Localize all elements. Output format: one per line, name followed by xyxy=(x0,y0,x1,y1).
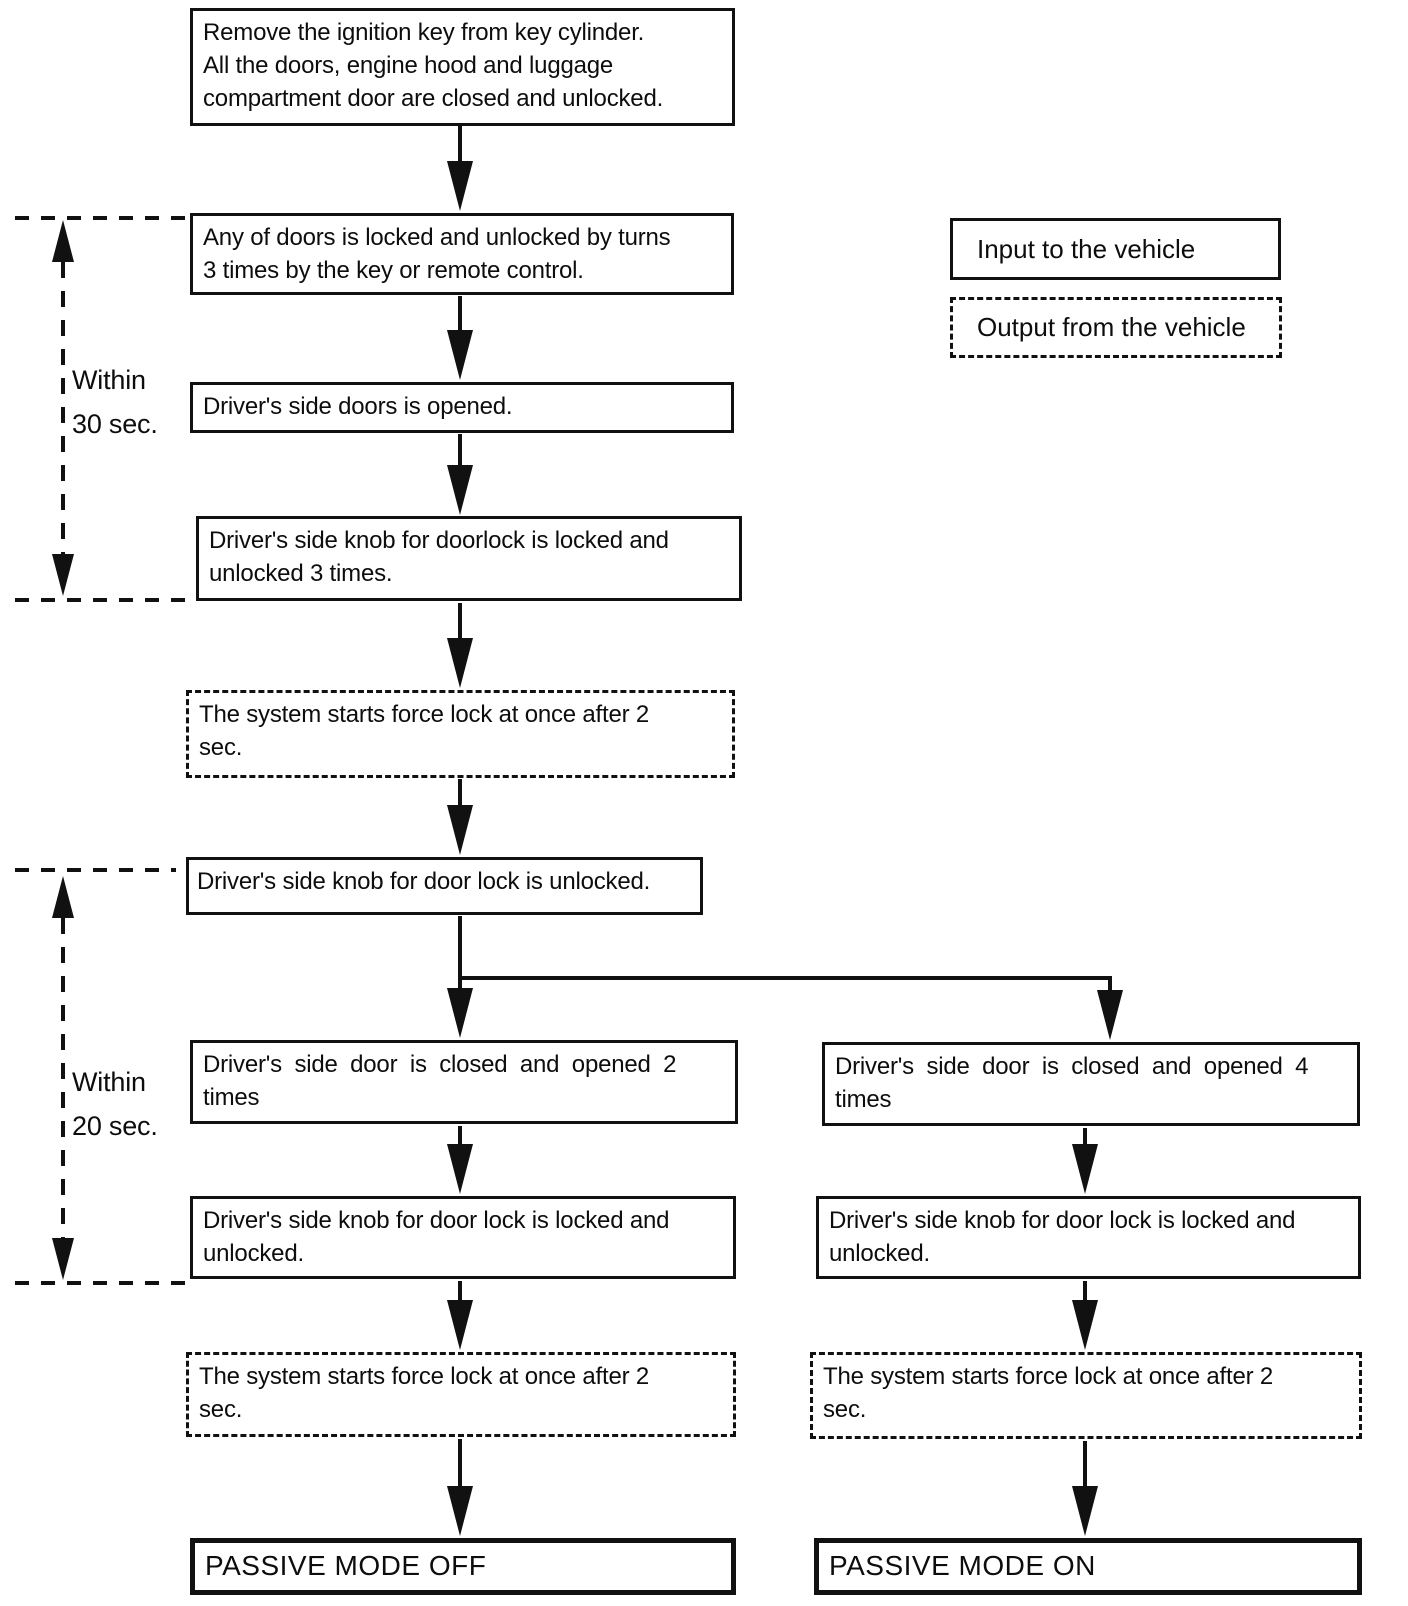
node-knob-locked-unlocked-3-times: Driver's side knob for doorlock is locke… xyxy=(196,516,742,601)
node-door-closed-opened-4-times: Driver's side door is closed and opened … xyxy=(822,1042,1360,1126)
node-knob-unlocked: Driver's side knob for door lock is unlo… xyxy=(186,857,703,915)
arrow-left-door2-to-knob xyxy=(447,1126,473,1194)
arrow-force-lock-to-knob-unlocked xyxy=(447,779,473,855)
node-system-force-lock-top: The system starts force lock at once aft… xyxy=(186,690,735,778)
node-system-force-lock-right: The system starts force lock at once aft… xyxy=(810,1352,1362,1439)
branch-split-connector xyxy=(447,916,1123,1040)
arrow-knob3-to-force-lock xyxy=(447,603,473,688)
node-system-force-lock-left: The system starts force lock at once aft… xyxy=(186,1352,736,1437)
arrow-start-to-any-door xyxy=(447,125,473,211)
arrow-right-knob-to-force-lock xyxy=(1072,1281,1098,1350)
arrow-door-opened-to-knob3 xyxy=(447,434,473,515)
node-door-closed-opened-2-times: Driver's side door is closed and opened … xyxy=(190,1040,738,1124)
within-20-sec-span xyxy=(15,868,186,1285)
arrow-left-force-lock-to-passive-off xyxy=(447,1439,473,1536)
within-30-sec-label: Within 30 sec. xyxy=(72,365,158,439)
arrow-right-force-lock-to-passive-on xyxy=(1072,1441,1098,1536)
arrow-left-knob-to-force-lock xyxy=(447,1281,473,1350)
within-30-sec-span xyxy=(15,216,186,602)
node-any-door-locked-unlocked-3-times: Any of doors is locked and unlocked by t… xyxy=(190,213,734,295)
node-remove-ignition-key: Remove the ignition key from key cylinde… xyxy=(190,8,735,126)
legend-input-box: Input to the vehicle xyxy=(950,218,1281,280)
arrow-any-door-to-door-opened xyxy=(447,296,473,380)
node-passive-mode-on: PASSIVE MODE ON xyxy=(814,1538,1362,1595)
within-20-sec-label: Within 20 sec. xyxy=(72,1067,158,1141)
legend-output-box: Output from the vehicle xyxy=(950,297,1282,358)
node-knob-locked-unlocked-right: Driver's side knob for door lock is lock… xyxy=(816,1196,1361,1279)
node-knob-locked-unlocked-left: Driver's side knob for door lock is lock… xyxy=(190,1196,736,1279)
node-driver-door-opened: Driver's side doors is opened. xyxy=(190,382,734,433)
node-passive-mode-off: PASSIVE MODE OFF xyxy=(190,1538,736,1595)
arrow-right-door4-to-knob xyxy=(1072,1128,1098,1194)
